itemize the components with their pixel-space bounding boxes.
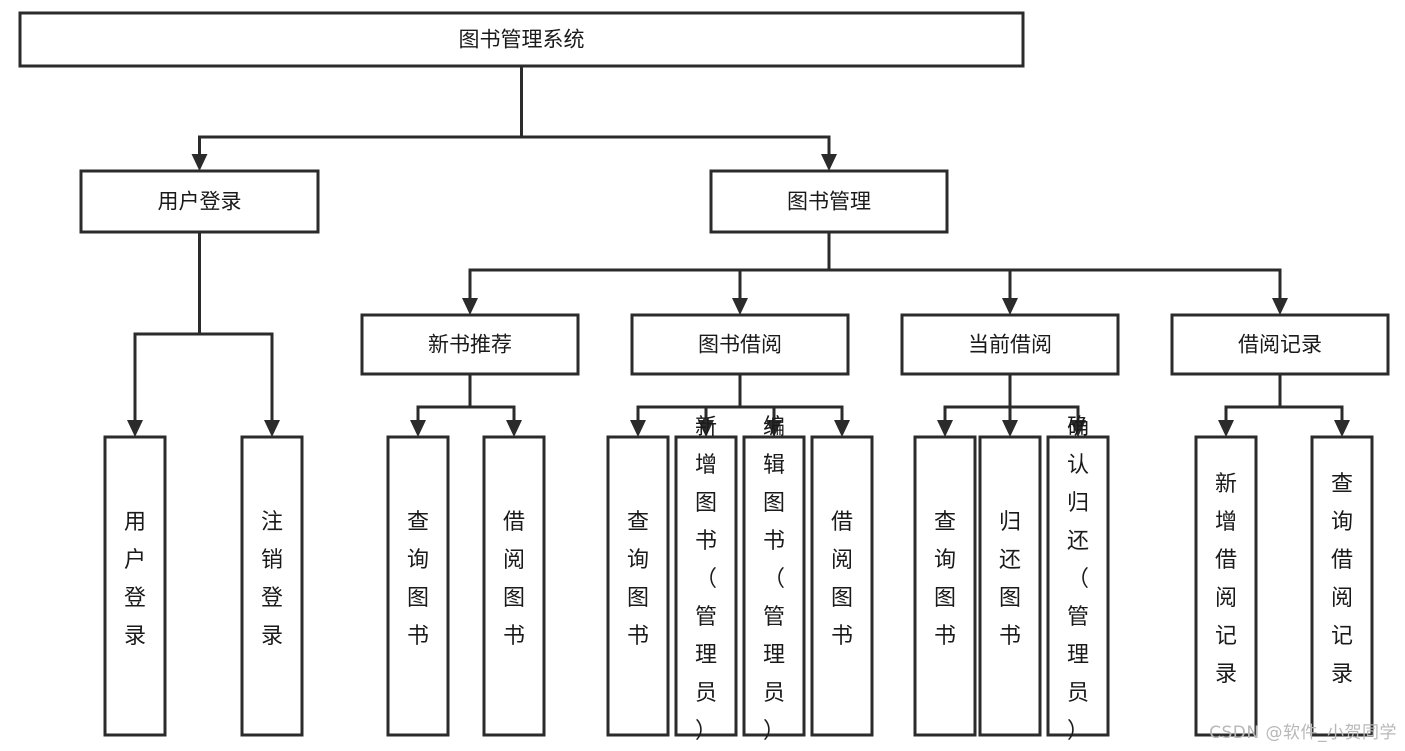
edge-arrowhead <box>766 420 782 437</box>
edge-arrowhead <box>462 298 478 315</box>
edge-arrowhead <box>1218 420 1234 437</box>
node-box-user-login-logout <box>240 435 304 737</box>
edge-arrowhead <box>1272 298 1288 315</box>
node-borrow-add-book[interactable]: 新增图书（管理员） <box>674 415 738 744</box>
node-root[interactable]: 图书管理系统 <box>18 11 1025 68</box>
node-label-recommend-borrow-book: 借阅图书 <box>503 510 525 649</box>
node-box-borrow-record <box>1170 313 1390 376</box>
node-label-user-login-login: 用户登录 <box>124 510 146 649</box>
node-recommend-borrow-book[interactable]: 借阅图书 <box>482 435 546 737</box>
edge-arrowhead <box>698 420 714 437</box>
node-label-user-login-logout: 注销登录 <box>261 510 283 649</box>
node-label-record-query-record: 查询借阅记录 <box>1331 472 1353 687</box>
edge-arrowhead <box>191 154 208 171</box>
edge-arrowhead <box>834 420 850 437</box>
node-label-book-borrow: 图书借阅 <box>698 333 782 357</box>
node-borrow-query-book[interactable]: 查询图书 <box>606 435 670 737</box>
node-box-borrow-add-book <box>674 435 738 737</box>
edge-arrowhead <box>506 420 522 437</box>
node-borrow-record[interactable]: 借阅记录 <box>1170 313 1390 376</box>
node-label-record-add-record: 新增借阅记录 <box>1215 472 1237 687</box>
node-label-borrow-record: 借阅记录 <box>1238 333 1322 357</box>
edge-group-new-book-recommend <box>410 372 522 437</box>
node-current-borrow[interactable]: 当前借阅 <box>900 313 1120 376</box>
node-label-book-management: 图书管理 <box>787 190 871 214</box>
node-label-current-confirm-return: 确认归还（管理员） <box>1067 415 1089 744</box>
node-box-current-return-book <box>978 435 1042 737</box>
node-current-query-book[interactable]: 查询图书 <box>913 435 977 737</box>
node-label-current-query-book: 查询图书 <box>934 510 956 649</box>
edge-arrowhead <box>732 298 748 315</box>
node-box-borrow-edit-book <box>742 435 806 737</box>
edge-arrowhead <box>1002 420 1018 437</box>
node-label-borrow-edit-book: 编辑图书（管理员） <box>763 415 785 744</box>
node-box-new-book-recommend <box>360 313 580 376</box>
node-book-management[interactable]: 图书管理 <box>709 169 949 234</box>
edge-arrowhead <box>1334 420 1350 437</box>
node-label-borrow-add-book: 新增图书（管理员） <box>695 415 717 744</box>
edge-arrowhead <box>821 154 837 171</box>
node-book-borrow[interactable]: 图书借阅 <box>630 313 850 376</box>
node-box-record-add-record <box>1194 435 1258 737</box>
node-current-return-book[interactable]: 归还图书 <box>978 435 1042 737</box>
node-box-root <box>18 11 1025 68</box>
node-label-new-book-recommend: 新书推荐 <box>428 333 512 357</box>
node-user-login-login[interactable]: 用户登录 <box>103 435 167 737</box>
edge-arrowhead <box>1070 420 1086 437</box>
node-borrow-edit-book[interactable]: 编辑图书（管理员） <box>742 415 806 744</box>
node-record-query-record[interactable]: 查询借阅记录 <box>1310 435 1374 737</box>
node-box-current-borrow <box>900 313 1120 376</box>
edge-arrowhead <box>1002 298 1018 315</box>
node-label-user-login: 用户登录 <box>158 190 242 214</box>
node-box-recommend-borrow-book <box>482 435 546 737</box>
node-label-borrow-borrow-book: 借阅图书 <box>831 510 853 649</box>
edge-arrowhead <box>127 420 143 437</box>
node-user-login[interactable]: 用户登录 <box>79 169 320 234</box>
node-label-borrow-query-book: 查询图书 <box>627 510 649 649</box>
edge-arrowhead <box>630 420 646 437</box>
node-recommend-query-book[interactable]: 查询图书 <box>386 435 450 737</box>
node-user-login-logout[interactable]: 注销登录 <box>240 435 304 737</box>
node-current-confirm-return[interactable]: 确认归还（管理员） <box>1046 415 1110 744</box>
node-box-book-borrow <box>630 313 850 376</box>
edge-arrowhead <box>937 420 953 437</box>
edge-group-borrow-record <box>1218 372 1350 437</box>
node-label-current-borrow: 当前借阅 <box>968 333 1052 357</box>
node-box-borrow-borrow-book <box>810 435 874 737</box>
node-borrow-borrow-book[interactable]: 借阅图书 <box>810 435 874 737</box>
edge-group-book-management <box>462 230 1288 315</box>
node-record-add-record[interactable]: 新增借阅记录 <box>1194 435 1258 737</box>
node-label-current-return-book: 归还图书 <box>999 510 1021 649</box>
watermark-text: CSDN @软件_小贺同学 <box>1209 723 1397 743</box>
node-new-book-recommend[interactable]: 新书推荐 <box>360 313 580 376</box>
node-box-recommend-query-book <box>386 435 450 737</box>
node-box-user-login-login <box>103 435 167 737</box>
edge-group-current-borrow <box>937 372 1086 437</box>
node-box-borrow-query-book <box>606 435 670 737</box>
node-box-user-login <box>79 169 320 234</box>
edge-group-book-borrow <box>630 372 850 437</box>
edge-arrowhead <box>264 420 280 437</box>
node-box-record-query-record <box>1310 435 1374 737</box>
node-box-book-management <box>709 169 949 234</box>
edge-arrowhead <box>410 420 426 437</box>
node-label-root: 图书管理系统 <box>459 28 585 52</box>
edge-group-user-login <box>127 230 280 437</box>
node-box-current-confirm-return <box>1046 435 1110 737</box>
edge-group-root <box>191 64 837 171</box>
node-box-current-query-book <box>913 435 977 737</box>
node-label-recommend-query-book: 查询图书 <box>407 510 429 649</box>
